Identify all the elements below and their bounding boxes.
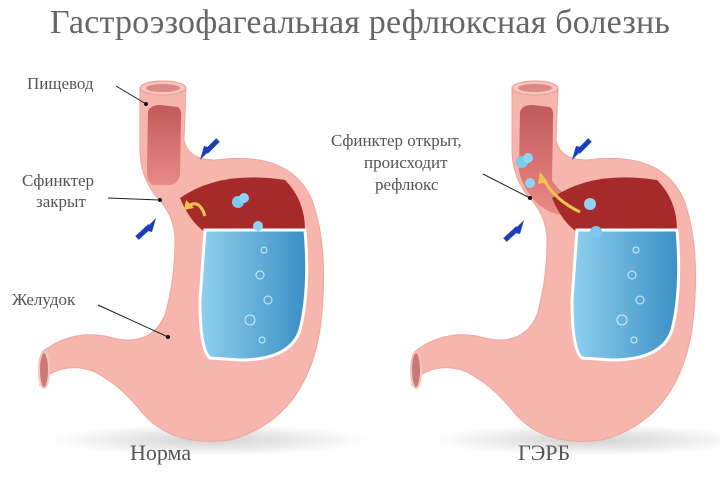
pressure-arrow-icon [200, 138, 220, 160]
label-esophagus: Пищевод [27, 74, 94, 93]
pressure-arrow-icon [572, 138, 592, 160]
page-title: Гастроэзофагеальная рефлюксная болезнь [49, 4, 671, 41]
caption-gerd: ГЭРБ [518, 440, 571, 465]
label-sphincter-closed-line1: Сфинктер [22, 171, 95, 190]
label-sphincter-closed-line2: закрыт [36, 192, 86, 211]
stomach-normal [38, 80, 370, 456]
reflux-arrow-icon [542, 179, 581, 214]
pressure-arrow-icon [135, 218, 156, 240]
stomach-gerd [410, 80, 720, 456]
pressure-arrow-icon [503, 220, 524, 242]
label-sphincter-open-line2: происходит [364, 153, 448, 172]
label-stomach: Желудок [12, 290, 76, 309]
caption-normal: Норма [130, 440, 192, 465]
label-sphincter-open-line1: Сфинктер открыт, [331, 131, 462, 150]
label-sphincter-open-line3: рефлюкс [375, 175, 439, 194]
reflux-blocked-arrow-icon [189, 202, 207, 217]
